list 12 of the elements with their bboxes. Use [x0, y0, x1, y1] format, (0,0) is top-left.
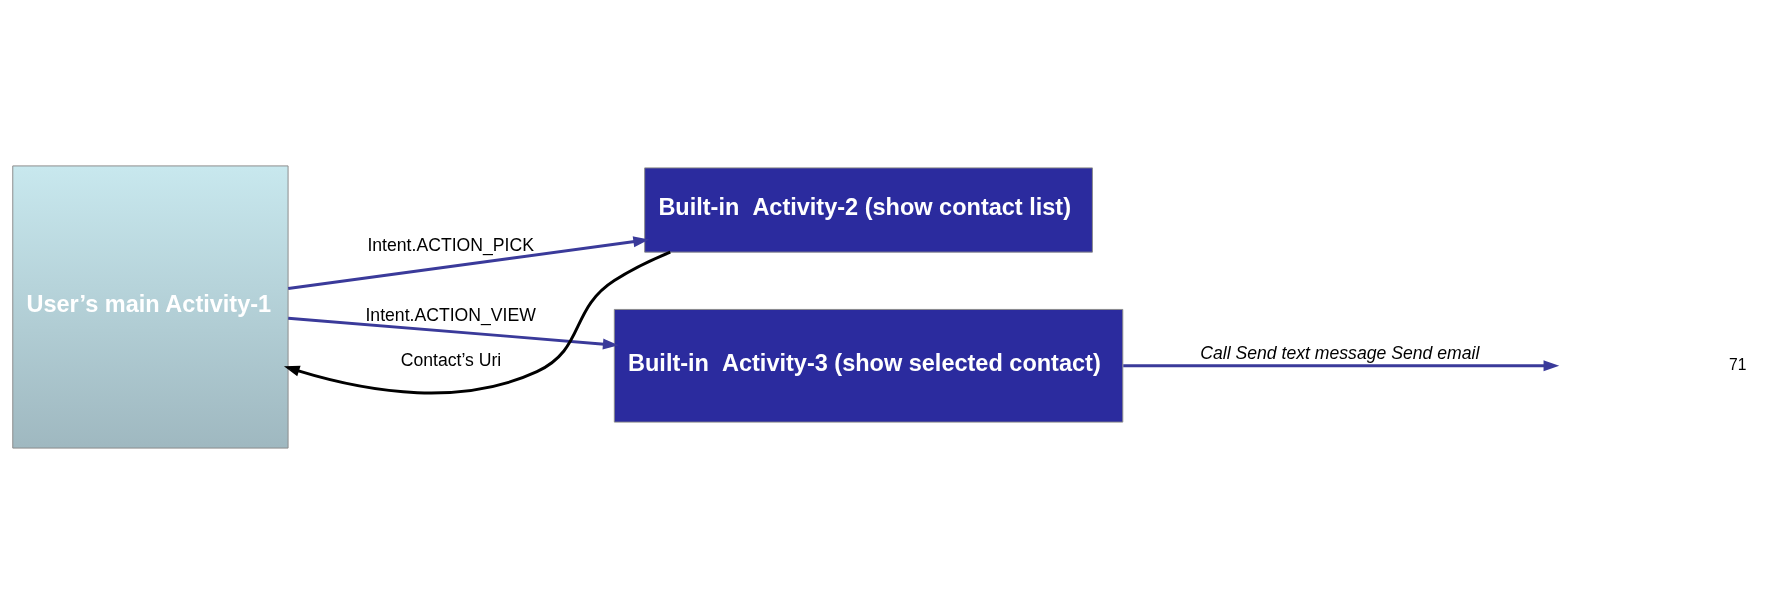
arrow: [288, 235, 650, 290]
arrow: [288, 316, 619, 350]
node-box: Built-in Activity-2 (show contact list): [644, 166, 1093, 253]
arrow: [283, 250, 671, 394]
node-box: Built-in Activity-3 (show selected contact): [613, 308, 1124, 423]
label: 71: [1729, 355, 1747, 373]
edge-label: Call Send text message Send email: [1200, 342, 1480, 363]
edge-label: Intent.ACTION_PICK: [367, 234, 534, 255]
node-box: User’s main Activity-1: [12, 164, 289, 449]
edge-label: Intent.ACTION_VIEW: [365, 304, 536, 325]
edge-label: Contact’s Uri: [400, 349, 502, 370]
arrow: [1123, 359, 1560, 371]
